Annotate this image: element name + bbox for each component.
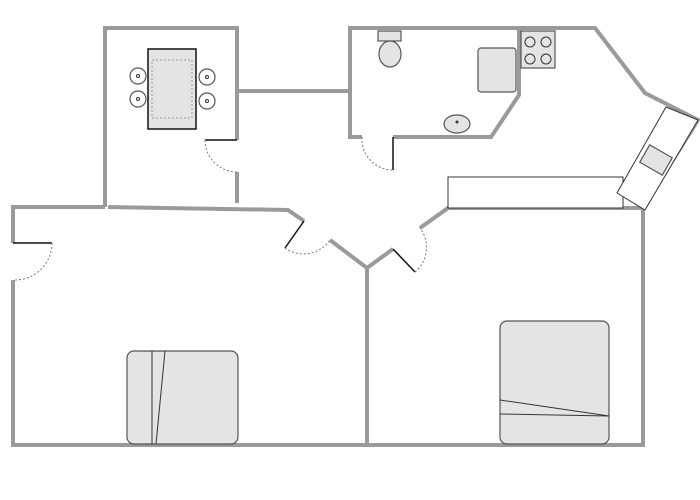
bathroom-door[interactable] (361, 136, 394, 171)
kitchen-sink (638, 144, 674, 176)
stove (520, 30, 556, 69)
dining-table (147, 48, 197, 130)
shower (477, 47, 517, 93)
chair (129, 90, 147, 108)
bathroom-sink (443, 114, 471, 134)
kitchen-counter (447, 176, 624, 209)
chair (198, 68, 216, 86)
bedroom-left-top-wall (107, 205, 306, 223)
kitchen-fixtures (447, 30, 699, 211)
bathroom-inner-wall (393, 28, 521, 139)
bedroom-left-wall (11, 205, 105, 243)
dining-room-wall (103, 26, 239, 207)
bed-right (499, 320, 610, 445)
bed-left (126, 350, 239, 445)
bedroom-right-door[interactable] (392, 227, 428, 273)
doors (13, 136, 428, 281)
entry-door[interactable] (13, 242, 53, 281)
toilet-tank (377, 30, 402, 42)
bedroom-left-outer-wall (11, 206, 645, 447)
chair (129, 67, 147, 85)
dining-door[interactable] (204, 139, 238, 173)
bedroom-left-door[interactable] (284, 220, 331, 255)
center-walls (328, 238, 395, 271)
chair (198, 92, 216, 110)
bathroom-fixtures (377, 30, 517, 134)
toilet (378, 40, 402, 68)
dining-set (129, 48, 216, 130)
